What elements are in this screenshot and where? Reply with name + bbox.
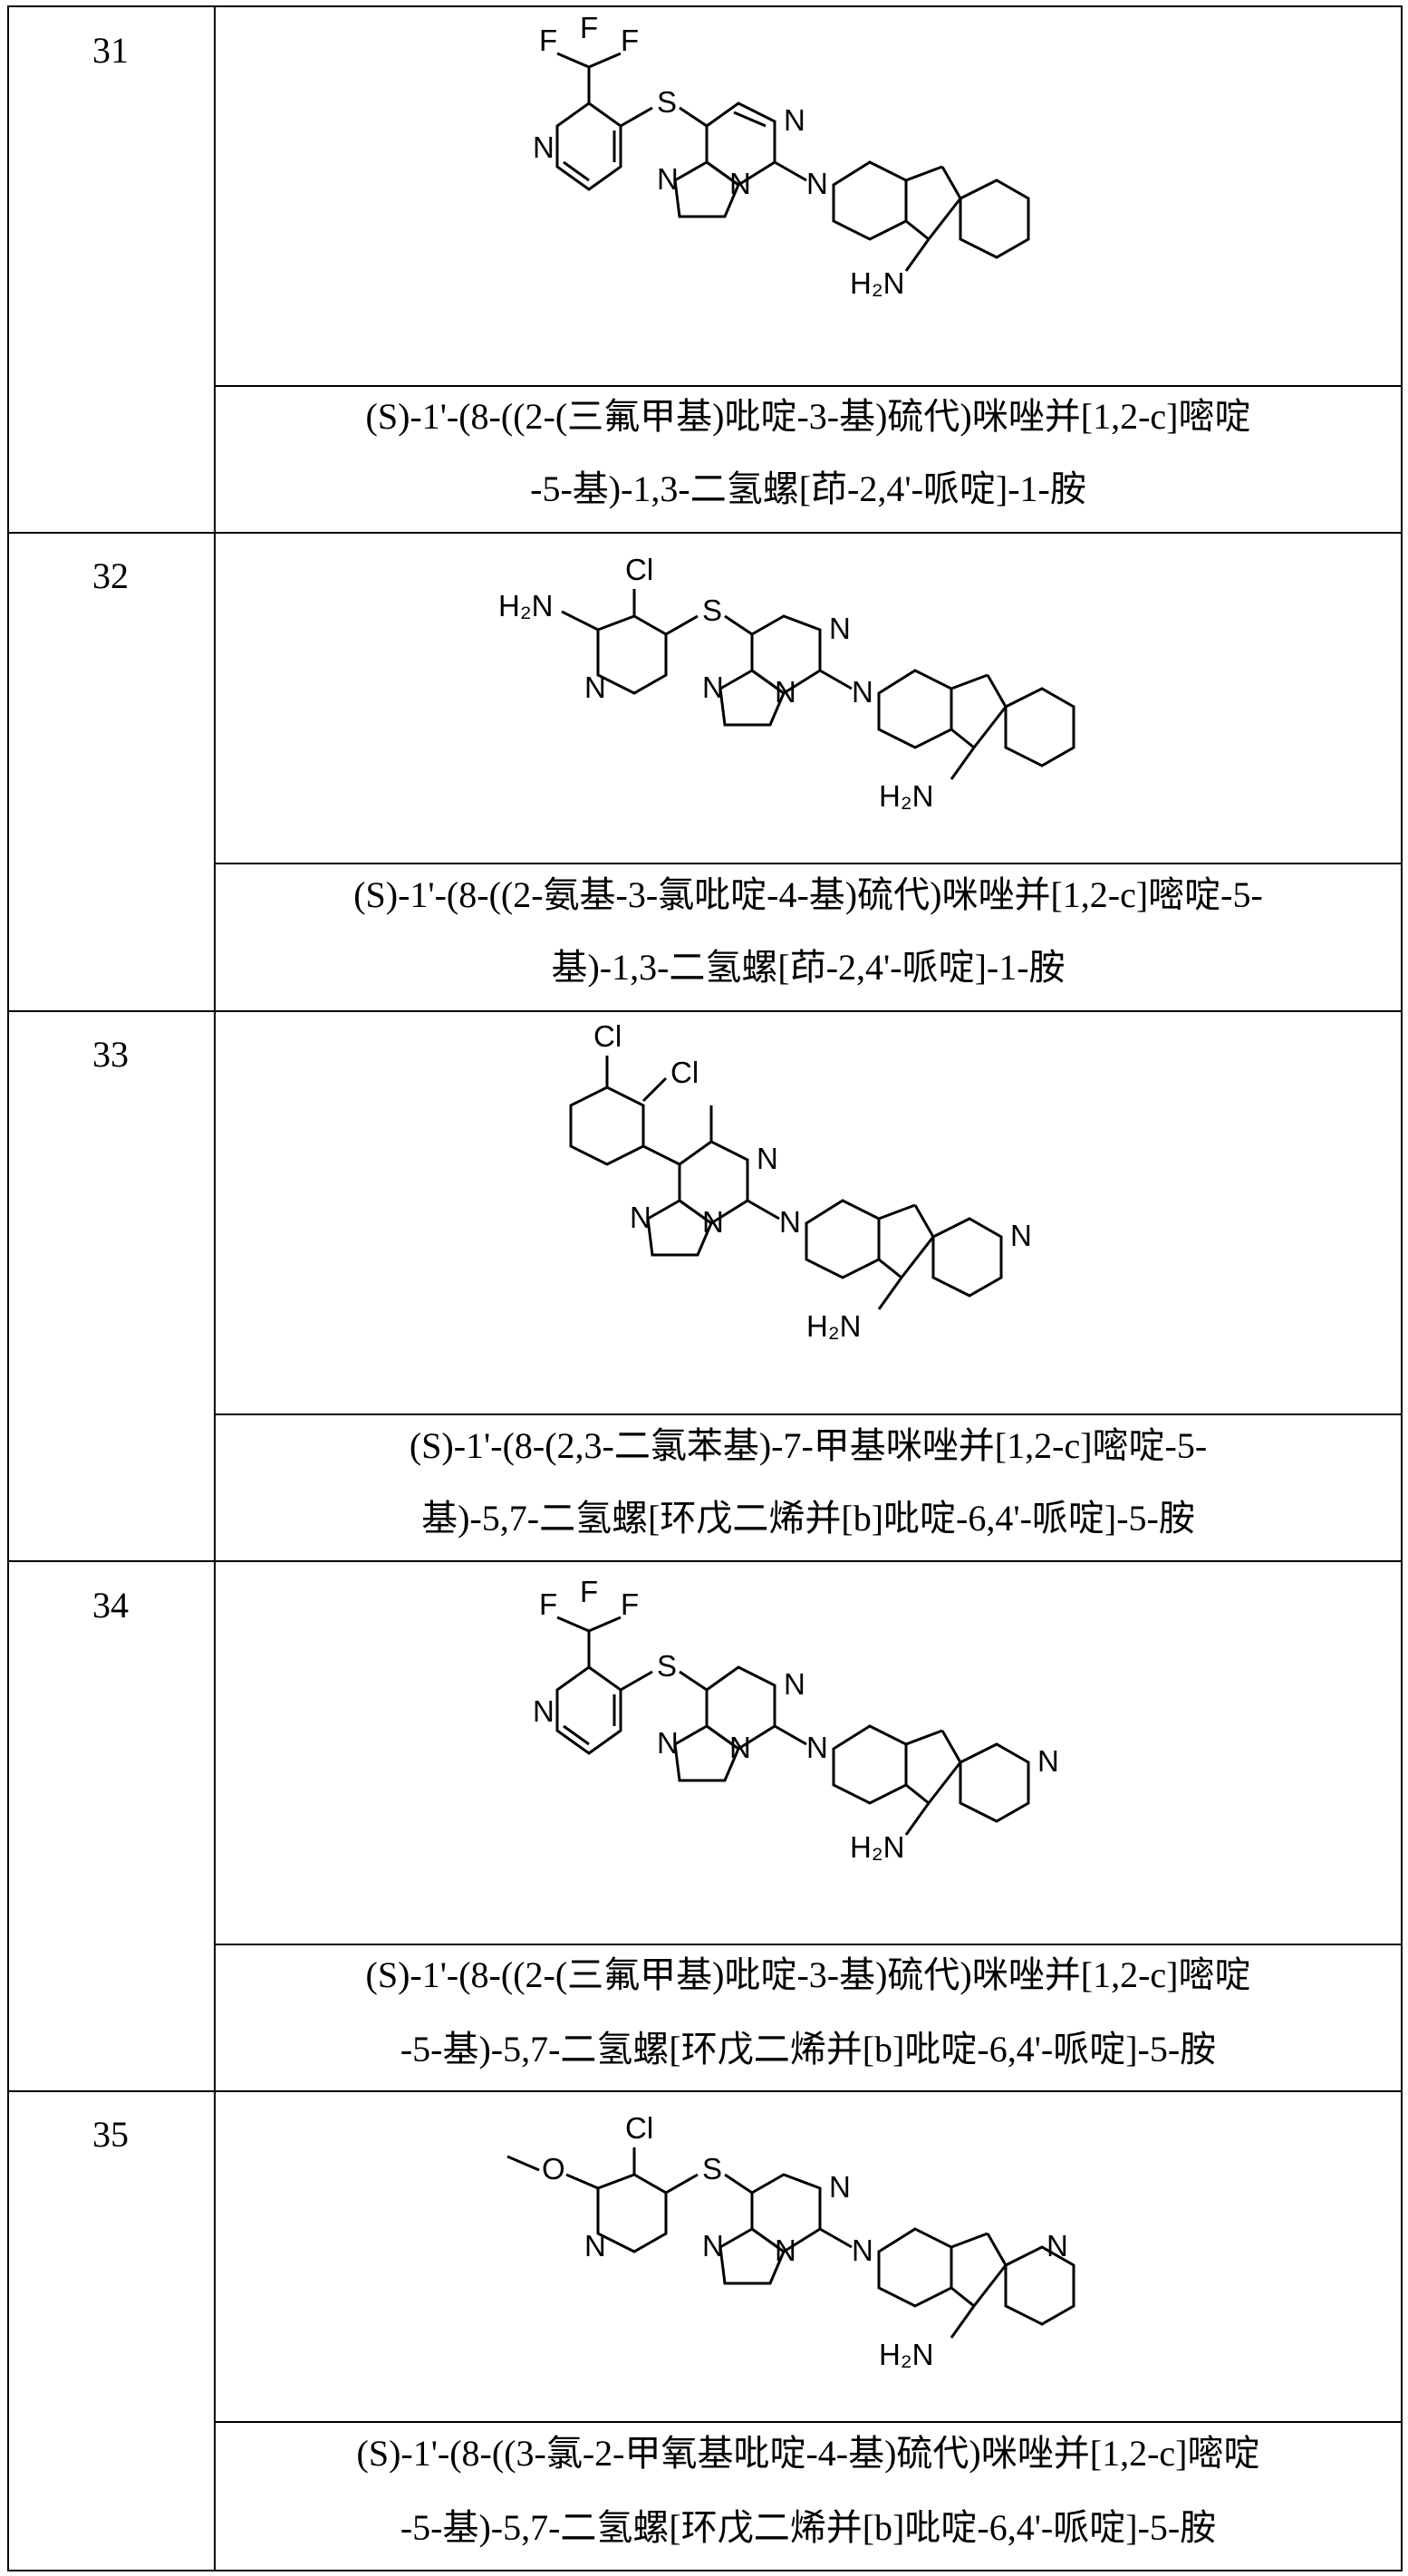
svg-text:H₂N: H₂N bbox=[850, 1830, 904, 1864]
compound-number: 32 bbox=[65, 555, 156, 597]
table-border-right bbox=[1401, 5, 1403, 2571]
table-border-left bbox=[7, 5, 9, 2571]
svg-text:N: N bbox=[584, 671, 606, 704]
svg-text:F: F bbox=[580, 1575, 598, 1608]
cell-divider bbox=[214, 1413, 1403, 1415]
compound-name-line: (S)-1'-(8-((2-(三氟甲基)吡啶-3-基)硫代)咪唑并[1,2-c]… bbox=[217, 1948, 1399, 2002]
svg-text:N: N bbox=[584, 2229, 606, 2262]
svg-text:Cl: Cl bbox=[625, 553, 653, 586]
svg-text:S: S bbox=[657, 85, 677, 119]
svg-text:F: F bbox=[539, 24, 557, 57]
svg-text:N: N bbox=[702, 671, 724, 704]
chemical-structure: Cl O N S N N N N N H₂N bbox=[498, 2102, 1096, 2415]
svg-text:H₂N: H₂N bbox=[498, 589, 553, 622]
svg-text:N: N bbox=[757, 1142, 778, 1175]
cell-divider bbox=[214, 2421, 1403, 2423]
column-divider bbox=[214, 5, 216, 2571]
svg-text:N: N bbox=[1046, 2229, 1068, 2262]
compound-name-line: (S)-1'-(8-(2,3-二氯苯基)-7-甲基咪唑并[1,2-c]嘧啶-5- bbox=[217, 1419, 1399, 1473]
svg-text:N: N bbox=[852, 2233, 873, 2267]
svg-text:N: N bbox=[806, 167, 828, 200]
svg-text:N: N bbox=[784, 1667, 805, 1701]
compound-number: 31 bbox=[65, 29, 156, 72]
row-divider bbox=[7, 1560, 1403, 1562]
svg-text:N: N bbox=[806, 1731, 828, 1764]
compound-name-line: (S)-1'-(8-((3-氯-2-甲氧基吡啶-4-基)硫代)咪唑并[1,2-c… bbox=[217, 2426, 1399, 2481]
svg-text:N: N bbox=[533, 1694, 555, 1728]
svg-text:N: N bbox=[657, 1726, 679, 1760]
compound-name-line: -5-基)-5,7-二氢螺[环戊二烯并[b]吡啶-6,4'-哌啶]-5-胺 bbox=[217, 2022, 1399, 2077]
compound-name-line: 基)-1,3-二氢螺[茚-2,4'-哌啶]-1-胺 bbox=[217, 941, 1399, 995]
svg-text:S: S bbox=[657, 1649, 677, 1683]
table-border-top bbox=[7, 5, 1403, 7]
svg-text:S: S bbox=[702, 593, 722, 627]
table-border-bottom bbox=[7, 2570, 1403, 2571]
compound-name-line: -5-基)-5,7-二氢螺[环戊二烯并[b]吡啶-6,4'-哌啶]-5-胺 bbox=[217, 2501, 1399, 2555]
compound-name-line: (S)-1'-(8-((2-氨基-3-氯吡啶-4-基)硫代)咪唑并[1,2-c]… bbox=[217, 868, 1399, 922]
cell-divider bbox=[214, 385, 1403, 387]
svg-text:F: F bbox=[621, 24, 639, 57]
svg-text:N: N bbox=[1010, 1219, 1032, 1252]
svg-text:N: N bbox=[1037, 1744, 1059, 1778]
chemical-structure: F F F N S N N N N N H₂N bbox=[507, 1577, 1087, 1944]
cell-divider bbox=[214, 863, 1403, 864]
svg-text:N: N bbox=[852, 675, 873, 709]
svg-text:N: N bbox=[657, 162, 679, 196]
svg-text:N: N bbox=[779, 1205, 801, 1239]
chemical-structure: Cl Cl N N N N N H₂N bbox=[535, 1015, 1078, 1409]
row-divider bbox=[7, 2090, 1403, 2092]
svg-text:Cl: Cl bbox=[625, 2111, 653, 2145]
svg-text:N: N bbox=[630, 1201, 651, 1234]
cell-divider bbox=[214, 1944, 1403, 1945]
svg-text:H₂N: H₂N bbox=[879, 779, 933, 813]
chemical-structure: F F F N S N N N N H₂ bbox=[507, 13, 1087, 380]
svg-text:Cl: Cl bbox=[670, 1056, 699, 1089]
chemical-structure: Cl H₂N N S N N N N H₂N bbox=[498, 544, 1096, 856]
svg-text:Cl: Cl bbox=[593, 1019, 622, 1053]
compound-name-line: (S)-1'-(8-((2-(三氟甲基)吡啶-3-基)硫代)咪唑并[1,2-c]… bbox=[217, 390, 1399, 444]
compound-number: 34 bbox=[65, 1584, 156, 1626]
row-divider bbox=[7, 532, 1403, 534]
svg-text:N: N bbox=[702, 2229, 724, 2262]
svg-text:N: N bbox=[829, 2170, 851, 2204]
svg-text:F: F bbox=[539, 1587, 557, 1621]
compound-number: 33 bbox=[65, 1033, 156, 1076]
row-divider bbox=[7, 1010, 1403, 1012]
svg-text:N: N bbox=[829, 612, 851, 645]
svg-text:O: O bbox=[542, 2152, 565, 2185]
svg-text:H₂N: H₂N bbox=[879, 2338, 933, 2371]
svg-text:F: F bbox=[580, 11, 598, 44]
svg-text:N: N bbox=[784, 103, 805, 137]
svg-text:F: F bbox=[621, 1587, 639, 1621]
compound-number: 35 bbox=[65, 2113, 156, 2156]
compound-name-line: -5-基)-1,3-二氢螺[茚-2,4'-哌啶]-1-胺 bbox=[217, 462, 1399, 516]
svg-text:N: N bbox=[533, 130, 555, 164]
svg-text:H₂N: H₂N bbox=[850, 266, 904, 300]
svg-text:S: S bbox=[702, 2152, 722, 2185]
compound-name-line: 基)-5,7-二氢螺[环戊二烯并[b]吡啶-6,4'-哌啶]-5-胺 bbox=[217, 1491, 1399, 1546]
svg-text:H₂N: H₂N bbox=[806, 1309, 861, 1343]
